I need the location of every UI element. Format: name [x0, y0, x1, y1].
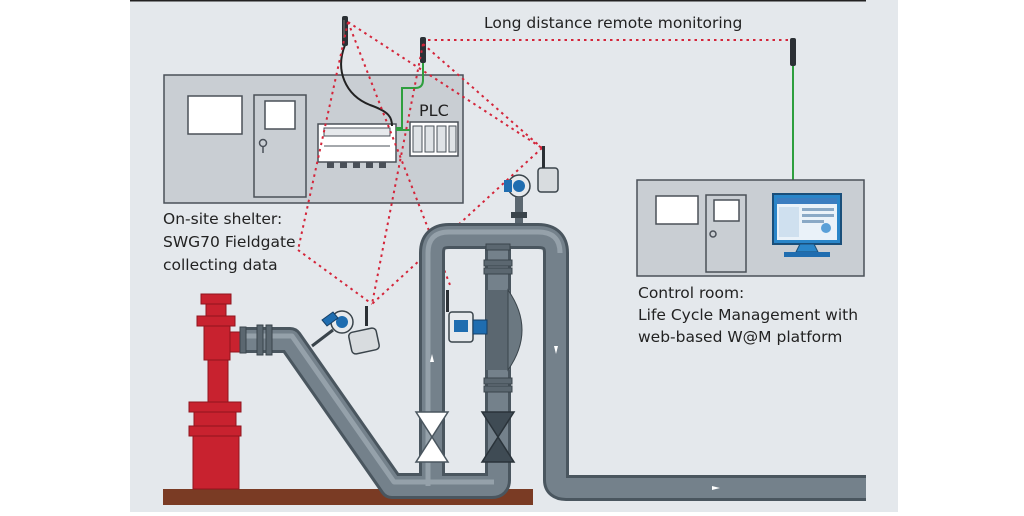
control-window — [655, 195, 699, 225]
fieldgate-icon — [317, 123, 397, 168]
fieldgate-antenna-cable — [340, 44, 393, 127]
plc-icon — [409, 121, 459, 157]
shelter-window — [187, 95, 243, 135]
valve-icon — [480, 411, 516, 463]
control-label-line1: Control room: — [638, 284, 745, 302]
antenna-icon — [342, 16, 348, 46]
onsite-shelter — [163, 74, 464, 204]
shelter-label-line1: On-site shelter: — [163, 210, 283, 228]
transmitter-icon — [311, 306, 380, 355]
pipe-flanges — [239, 243, 513, 393]
plc-antenna-cable — [396, 62, 424, 129]
antenna-icon — [790, 38, 796, 66]
flow-arrows — [430, 346, 720, 490]
control-label-line2: Life Cycle Management with — [638, 306, 859, 324]
transmitter-icon — [504, 146, 559, 223]
control-room — [636, 179, 865, 277]
flowmeter-icon — [446, 288, 523, 372]
pump-icon — [188, 293, 245, 490]
plc-label: PLC — [419, 101, 449, 120]
monitor-icon — [772, 193, 842, 257]
shelter-label-line2: SWG70 Fieldgate — [163, 233, 296, 251]
antenna-icon — [420, 37, 426, 63]
control-label-line3: web-based W@M platform — [638, 328, 843, 346]
valve-icon — [414, 411, 450, 463]
piping — [244, 223, 866, 501]
title: Long distance remote monitoring — [484, 14, 743, 32]
shelter-label-line3: collecting data — [163, 256, 278, 274]
